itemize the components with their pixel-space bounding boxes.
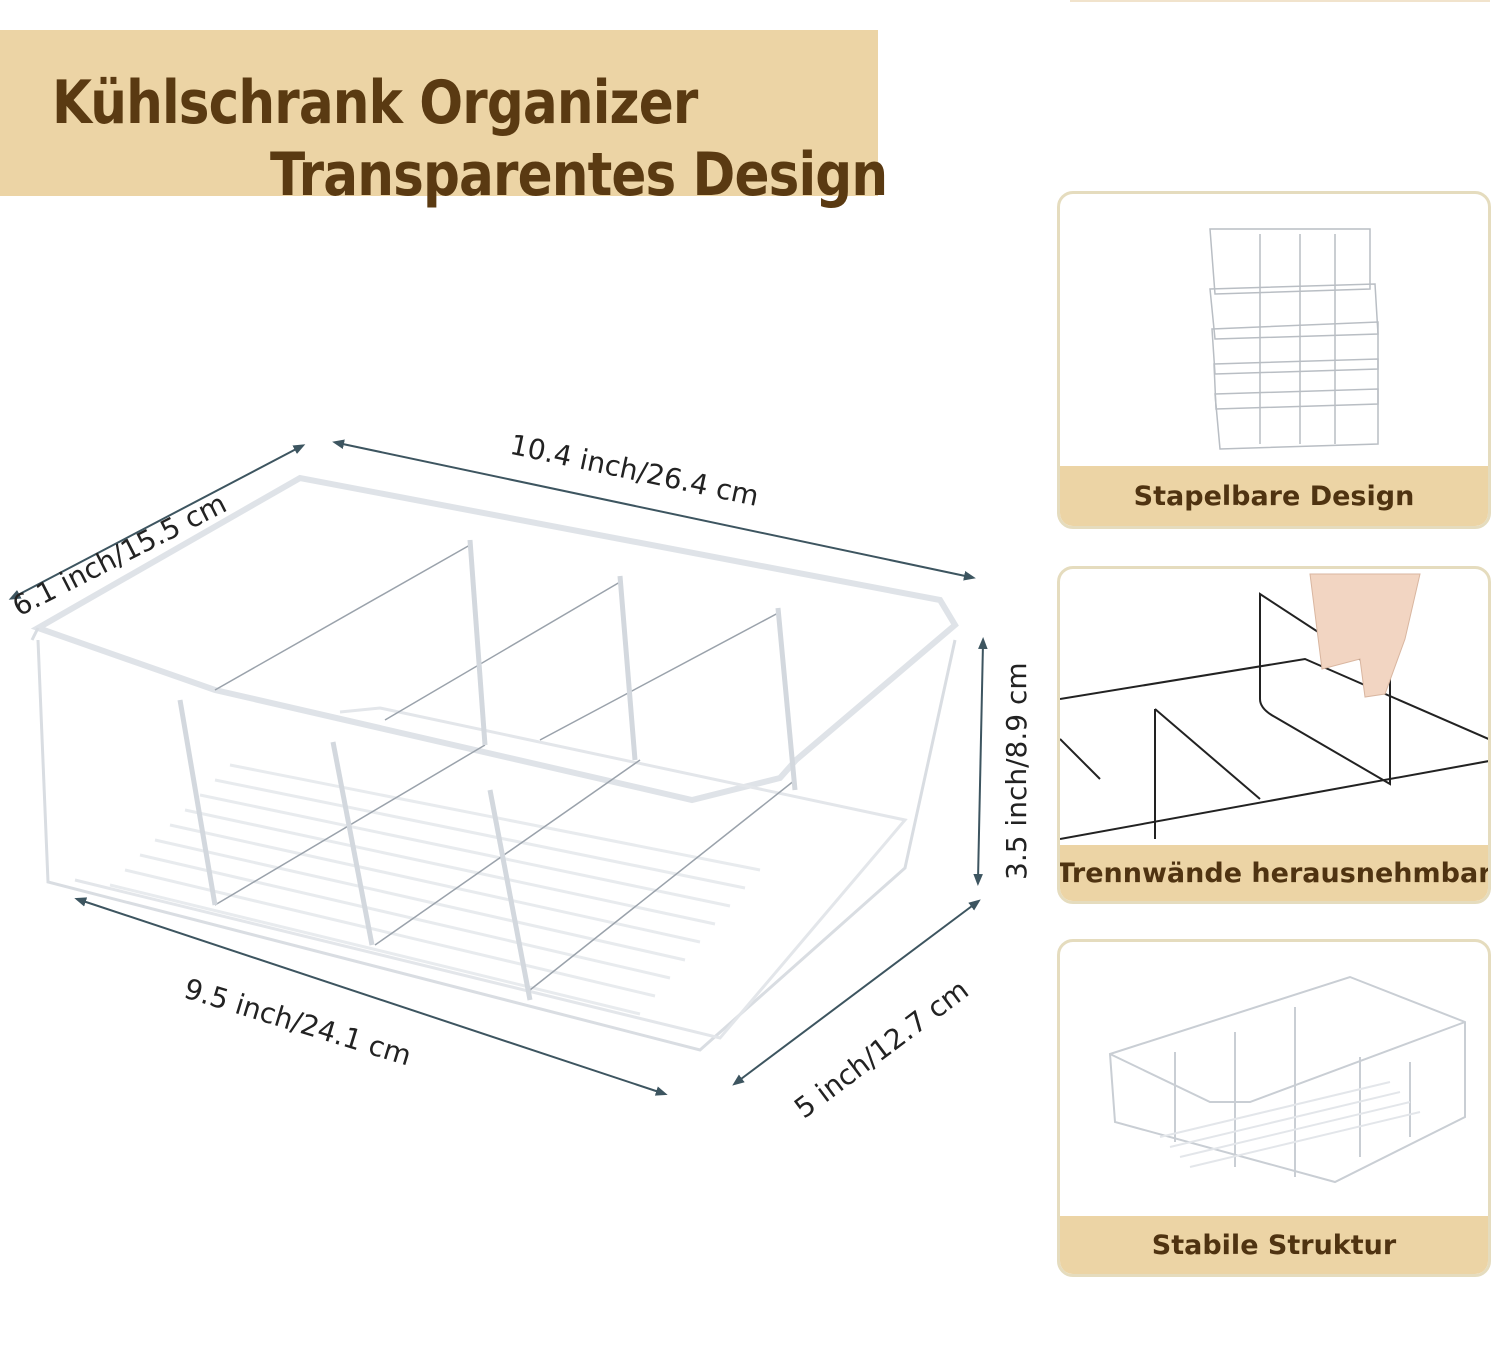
organizer-bin-illustration — [8, 439, 988, 1096]
title-line-1: Kühlschrank Organizer — [52, 68, 698, 138]
hand-removing-divider-image — [1060, 573, 1488, 840]
feature-caption: Trennwände herausnehmbar — [1057, 857, 1491, 889]
feature-caption: Stapelbare Design — [1133, 480, 1415, 512]
top-divider-line — [1070, 0, 1490, 2]
dimension-height: 3.5 inch/8.9 cm — [1000, 662, 1033, 880]
feature-caption-band: Trennwände herausnehmbar — [1060, 845, 1488, 901]
single-bin-image — [1108, 975, 1466, 1184]
feature-card-removable-dividers: Trennwände herausnehmbar — [1057, 566, 1491, 904]
feature-card-sturdy-structure: Stabile Struktur — [1057, 939, 1491, 1277]
main-product-figure: 6.1 inch/15.5 cm 10.4 inch/26.4 cm 3.5 i… — [0, 420, 1040, 1125]
feature-card-stackable: Stapelbare Design — [1057, 191, 1491, 529]
feature-caption-band: Stapelbare Design — [1060, 466, 1488, 526]
feature-caption: Stabile Struktur — [1151, 1229, 1397, 1261]
feature-caption-band: Stabile Struktur — [1060, 1216, 1488, 1274]
stacked-bins-image — [1209, 228, 1379, 450]
title-banner: Kühlschrank Organizer Transparentes Desi… — [0, 30, 888, 210]
title-line-2: Transparentes Design — [270, 140, 888, 210]
